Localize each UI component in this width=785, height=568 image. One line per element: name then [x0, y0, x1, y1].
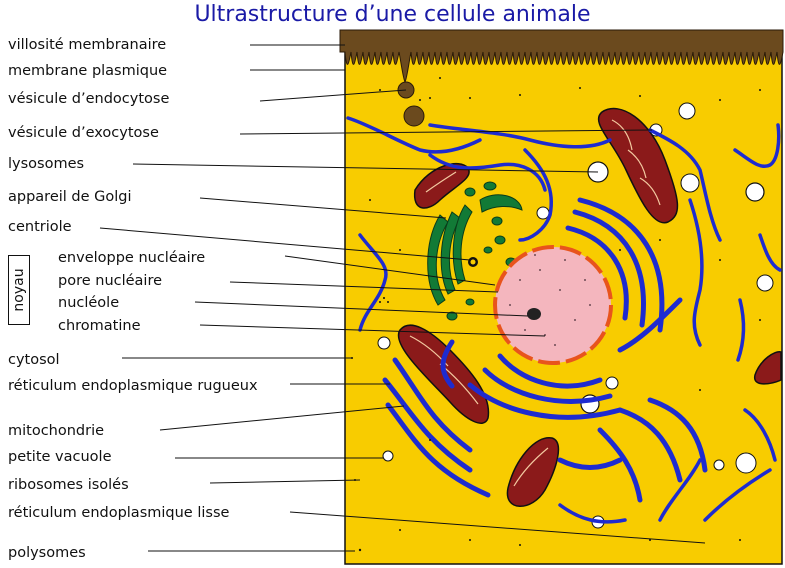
vesicle	[403, 105, 425, 127]
label-lysosomes: lysosomes	[8, 156, 85, 172]
label-pore: pore nucléaire	[58, 273, 163, 289]
label-cytosol: cytosol	[8, 352, 60, 368]
label-rer: réticulum endoplasmique rugueux	[8, 378, 258, 394]
label-centriole: centriole	[8, 219, 72, 235]
label-rel: réticulum endoplasmique lisse	[8, 505, 230, 521]
label-endocytose: vésicule d’endocytose	[8, 91, 170, 107]
label-villosite: villosité membranaire	[8, 37, 167, 53]
label-noyau: noyau	[11, 268, 27, 312]
label-enveloppe: enveloppe nucléaire	[58, 250, 206, 266]
small-vacuoles	[377, 102, 774, 529]
label-vacuole: petite vacuole	[8, 449, 112, 465]
label-chromatine: chromatine	[58, 318, 141, 334]
free-ribosomes	[351, 77, 761, 552]
label-nucleole: nucléole	[58, 295, 120, 311]
diagram-title: Ultrastructure d’une cellule animale	[194, 2, 591, 27]
label-membrane: membrane plasmique	[8, 63, 168, 79]
smooth-endoplasmic-reticulum	[346, 116, 782, 524]
rough-endoplasmic-reticulum	[382, 197, 708, 503]
label-golgi: appareil de Golgi	[8, 189, 132, 205]
leader-lines	[99, 44, 706, 552]
golgi-apparatus	[427, 181, 523, 321]
nucleolus	[527, 308, 541, 320]
label-mitochondrie: mitochondrie	[8, 423, 105, 439]
label-polysomes: polysomes	[8, 545, 86, 561]
label-exocytose: vésicule d’exocytose	[8, 125, 159, 141]
label-ribosomes: ribosomes isolés	[8, 477, 129, 493]
nucleus	[493, 245, 613, 365]
noyau-bracket: noyau	[8, 255, 30, 325]
centriole	[468, 257, 478, 267]
microvilli-membrane	[339, 29, 784, 84]
